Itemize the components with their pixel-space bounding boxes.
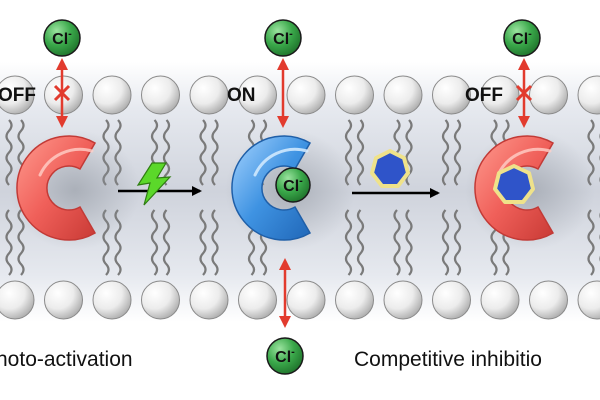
lipid-tail (5, 119, 13, 186)
lipid-head (141, 280, 180, 320)
lipid-head (383, 280, 423, 320)
lipid-head (286, 75, 326, 115)
ion-symbol: Cl (273, 31, 289, 48)
ion-charge: - (528, 28, 532, 40)
svg-text:Cl-: Cl- (52, 28, 72, 48)
chloride-ion-top-middle: Cl- (264, 19, 302, 57)
svg-text:Cl-: Cl- (273, 28, 293, 48)
lipid-head (577, 280, 600, 320)
photo-activation-arrow (118, 162, 202, 206)
lipid-head (480, 75, 520, 115)
blocked-arrow-left (53, 58, 71, 128)
lipid-head (92, 75, 132, 115)
ion-symbol: Cl (275, 349, 291, 366)
lipid-tail (356, 209, 365, 276)
c-shaped-channel-icon (16, 135, 97, 241)
chloride-ion-icon (503, 19, 541, 57)
ion-symbol: Cl (512, 31, 528, 48)
svg-text:Cl-: Cl- (275, 346, 295, 366)
lipid-tail (393, 209, 401, 276)
lipid-head (335, 280, 374, 320)
lipid-tail (356, 119, 365, 186)
transport-arrow-top-middle (277, 58, 289, 128)
blocked-arrow-right (515, 58, 533, 128)
chloride-ion-bottom-middle: Cl- (266, 337, 304, 375)
lipid-head (335, 75, 374, 115)
chloride-ion-bound-middle: Cl- (275, 167, 311, 203)
lightning-icon (136, 162, 172, 206)
lipid-head (0, 75, 35, 115)
svg-text:Cl-: Cl- (283, 175, 303, 195)
caption-photo-activation: hoto-activation (0, 348, 133, 371)
svg-text:Cl-: Cl- (512, 28, 532, 48)
chloride-ion-icon (275, 167, 311, 203)
ion-symbol: Cl (283, 178, 299, 195)
ion-symbol: Cl (52, 31, 68, 48)
lipid-head (480, 280, 520, 320)
lipid-tail (162, 119, 171, 186)
lipid-head (44, 280, 83, 320)
c-shaped-channel-icon (231, 135, 312, 241)
ion-charge: - (289, 28, 293, 40)
lipid-tail (199, 119, 207, 186)
lipid-tail (211, 209, 219, 276)
lipid-head (432, 280, 471, 320)
lipid-head (0, 280, 35, 320)
lipid-head (238, 280, 277, 320)
lipid-head (529, 280, 568, 320)
lipid-head (189, 280, 229, 320)
transport-arrow-bottom-middle (279, 258, 291, 328)
chloride-ion-icon (266, 337, 304, 375)
chloride-ion-top-left: Cl- (43, 19, 81, 57)
x-mark-icon (515, 84, 533, 102)
ion-charge: - (299, 175, 303, 187)
lipid-tail (211, 119, 219, 186)
lipid-tail (199, 209, 207, 276)
chloride-ion-top-right: Cl- (503, 19, 541, 57)
lipid-tail (405, 209, 413, 276)
state-label-middle: ON (227, 85, 256, 106)
lipid-tail (453, 209, 462, 276)
caption-competitive-inhibition: Competitive inhibitio (354, 348, 542, 371)
heptagon-inhibitor-icon (493, 164, 535, 204)
lipid-tail (162, 209, 171, 276)
lipid-tail (150, 209, 159, 276)
lipid-head (529, 75, 568, 115)
lipid-head (383, 75, 423, 115)
state-label-right: OFF (465, 85, 503, 106)
lipid-head (238, 75, 277, 115)
lipid-head (286, 280, 326, 320)
inhibition-arrow (352, 149, 440, 198)
lipid-head (92, 280, 132, 320)
ion-charge: - (291, 346, 295, 358)
lipid-tail (5, 209, 13, 276)
lipid-tail (587, 209, 595, 276)
x-mark-icon (53, 84, 71, 102)
heptagon-inhibitor-icon (370, 149, 410, 188)
state-label-left: OFF (0, 85, 36, 106)
lipid-head (141, 75, 180, 115)
lipid-head (577, 75, 600, 115)
lipid-tail (344, 209, 353, 276)
lipid-tail (441, 119, 450, 186)
lipid-head (189, 75, 229, 115)
lipid-tail (453, 119, 462, 186)
lipid-head (432, 75, 471, 115)
lipid-tail (441, 209, 450, 276)
lipid-heads (0, 75, 600, 320)
ion-charge: - (68, 28, 72, 40)
chloride-ion-icon (43, 19, 81, 57)
chloride-ion-icon (264, 19, 302, 57)
